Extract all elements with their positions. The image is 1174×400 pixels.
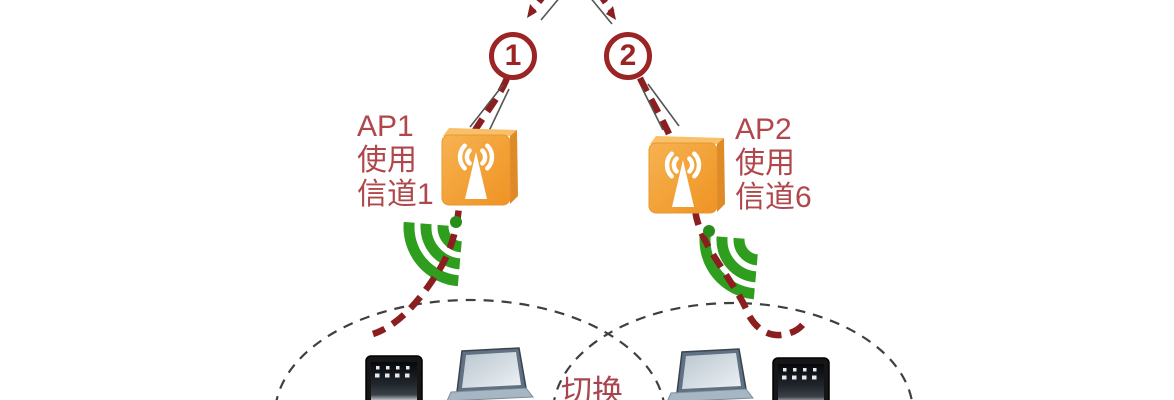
ap2-label-line1: AP2 [735, 113, 792, 146]
ap1-device [442, 128, 518, 205]
ap1-dashed-path-line [371, 76, 511, 338]
badge-2-number: 2 [619, 39, 637, 72]
wifi-antenna-icon [649, 136, 725, 213]
laptop-icon-left [446, 347, 534, 400]
channel-badge-2: 2 [604, 32, 652, 80]
ap2-label: AP2 使用 信道6 [735, 113, 812, 215]
ap2-dashed-path-line [637, 76, 809, 339]
tablet-icon-left [365, 355, 423, 400]
ap1-label-line3: 信道1 [357, 178, 434, 211]
laptop-icon-right [666, 348, 754, 400]
ap2-label-line2: 使用 [735, 147, 795, 180]
wifi-signal-fan-icon-ap1 [409, 222, 461, 280]
handover-label: 切换 [561, 374, 623, 400]
badge2-leader-lines [641, 83, 680, 131]
ap1-label-line2: 使用 [357, 144, 417, 177]
ap1-label: AP1 使用 信道1 [357, 110, 434, 212]
badge-1-number: 1 [504, 39, 522, 72]
top-right-red-dashed-arrow [591, 0, 616, 25]
ap1-coverage-ellipse [275, 298, 665, 400]
ap2-device [649, 136, 725, 213]
channel-badge-1: 1 [489, 32, 537, 80]
wifi-antenna-icon [442, 128, 518, 205]
signal-origin-dot-ap1 [450, 216, 462, 228]
ap1-label-line1: AP1 [357, 110, 414, 143]
tablet-icon-right [772, 357, 830, 400]
ap2-label-line3: 信道6 [735, 181, 812, 214]
signal-origin-dot-ap2 [703, 225, 715, 237]
top-left-red-dashed-arrow [527, 0, 559, 21]
badge1-leader-lines [469, 84, 510, 132]
ap2-coverage-ellipse [553, 301, 913, 400]
